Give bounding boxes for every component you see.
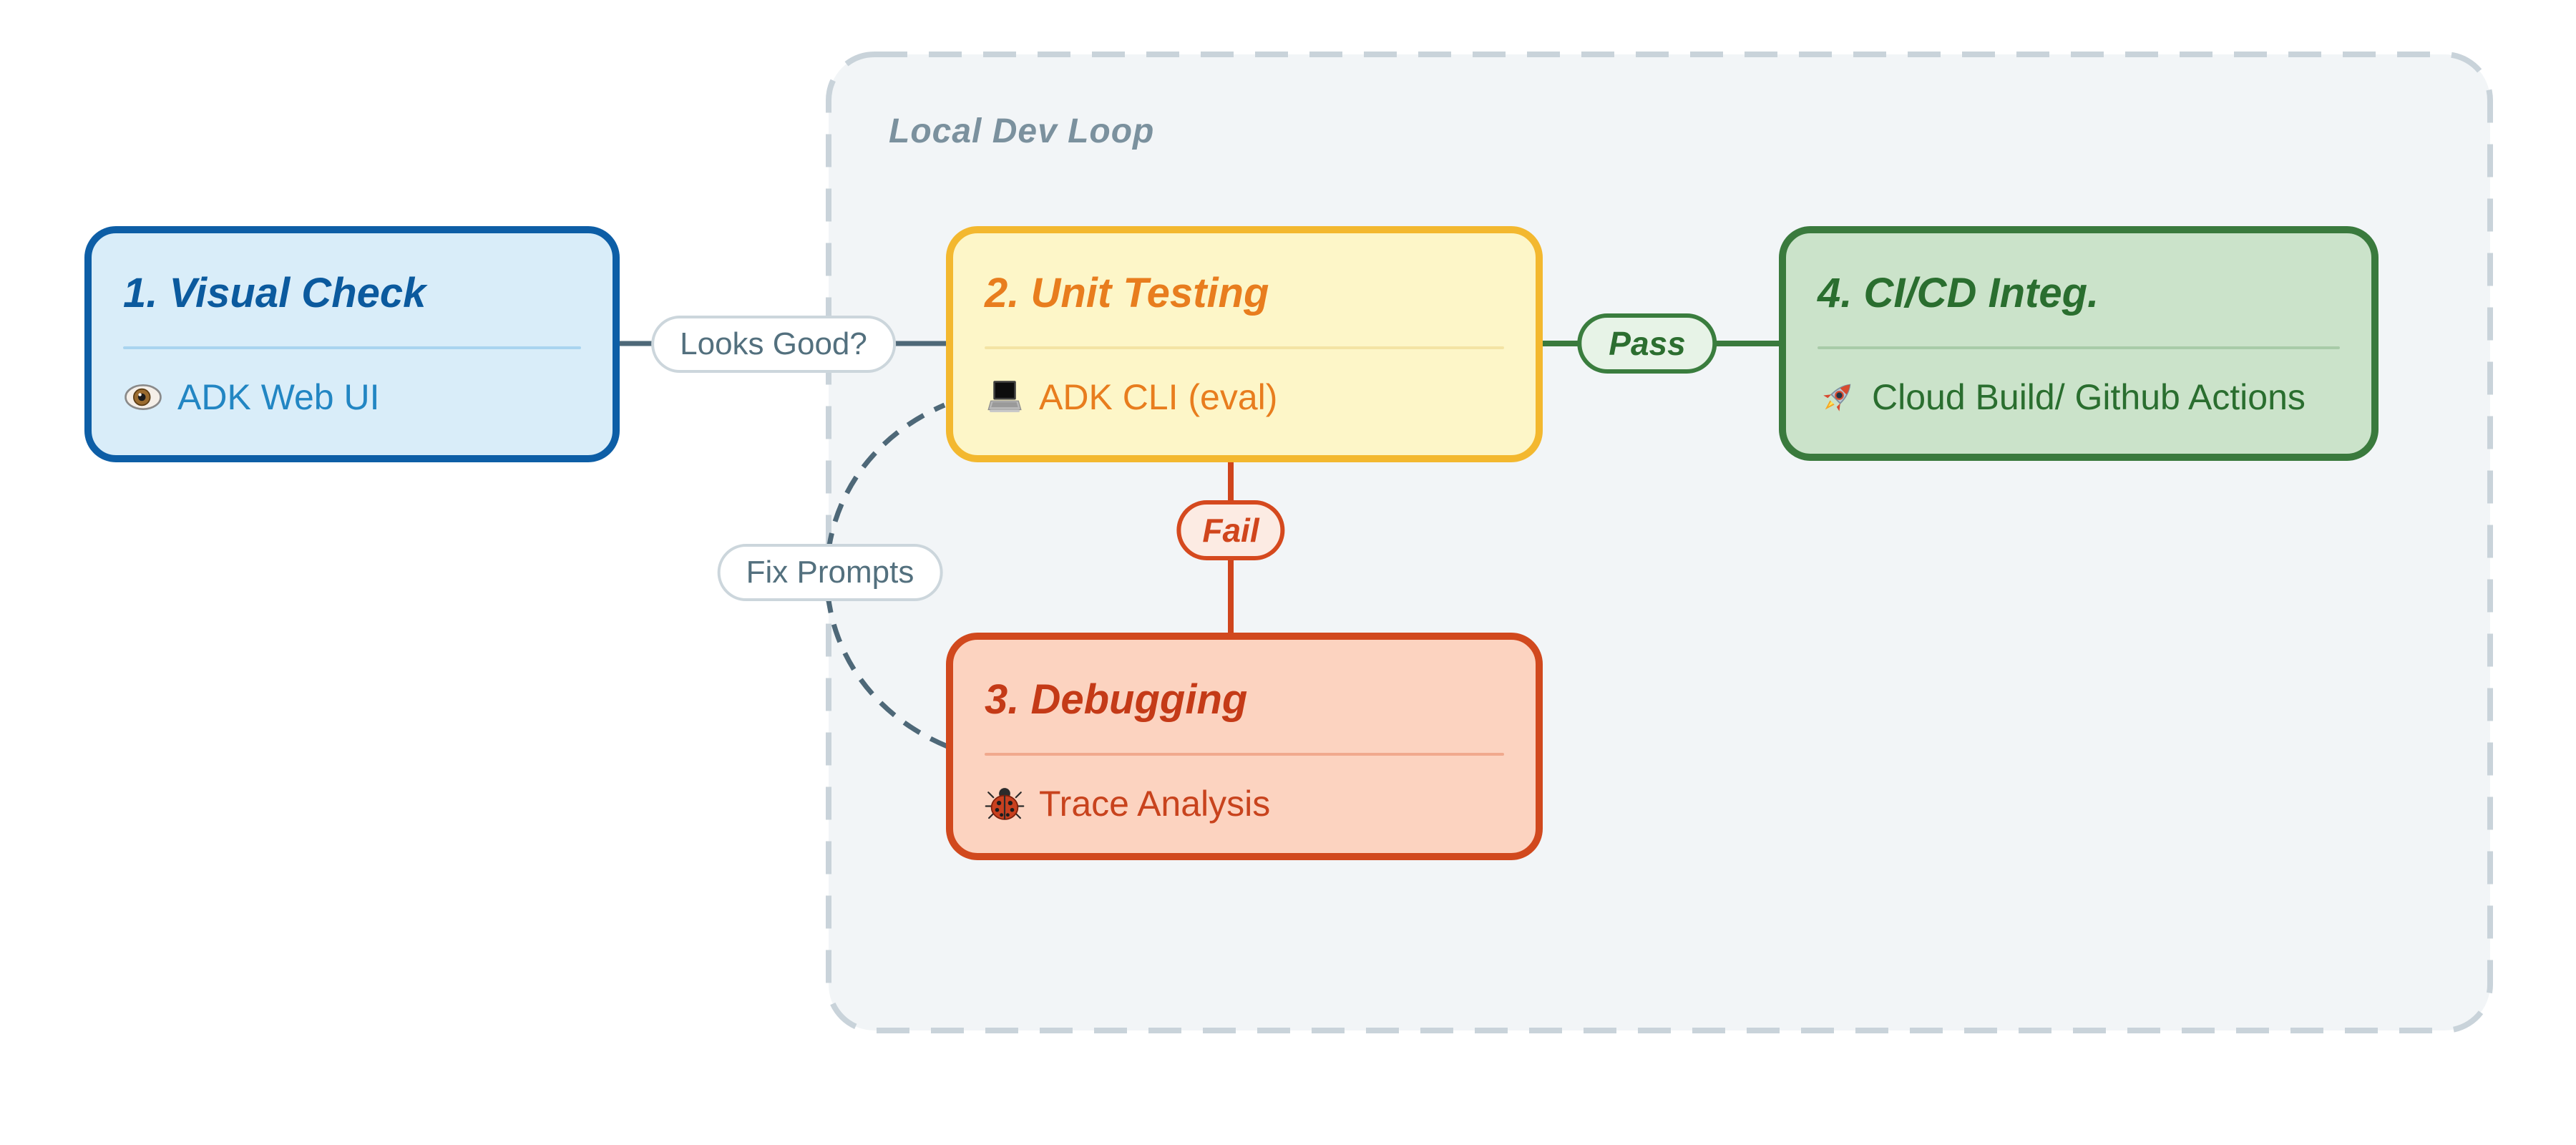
- node-title: 3. Debugging: [985, 676, 1248, 723]
- bug-icon: [985, 784, 1025, 824]
- node-body-text: Trace Analysis: [1039, 784, 1271, 824]
- node-body-text: ADK Web UI: [177, 377, 380, 417]
- eye-icon: [123, 377, 163, 417]
- node-divider: [123, 346, 581, 349]
- edge-label-fail: Fail: [1176, 500, 1285, 560]
- node-body-text: Cloud Build/ Github Actions: [1872, 377, 2306, 417]
- node-unit-testing: 2. Unit Testing ADK CLI (eval): [946, 226, 1543, 462]
- edge-label-looks-good: Looks Good?: [651, 316, 896, 373]
- rocket-icon: [1818, 377, 1858, 417]
- node-cicd: 4. CI/CD Integ. Cloud Build/ Github Act: [1779, 226, 2379, 461]
- node-divider: [985, 346, 1504, 349]
- laptop-icon: [985, 377, 1025, 417]
- node-divider: [985, 753, 1504, 756]
- node-visual-check: 1. Visual Check ADK Web UI: [84, 226, 620, 462]
- subgraph-title: Local Dev Loop: [889, 112, 1155, 150]
- node-title: 1. Visual Check: [123, 270, 426, 316]
- edge-label-pass: Pass: [1577, 313, 1717, 374]
- edge-label-fix-prompts: Fix Prompts: [717, 544, 943, 601]
- node-divider: [1818, 346, 2340, 349]
- node-body-text: ADK CLI (eval): [1039, 377, 1278, 417]
- node-title: 2. Unit Testing: [985, 270, 1269, 316]
- node-debugging: 3. Debugging Trace: [946, 633, 1543, 860]
- node-title: 4. CI/CD Integ.: [1818, 270, 2099, 316]
